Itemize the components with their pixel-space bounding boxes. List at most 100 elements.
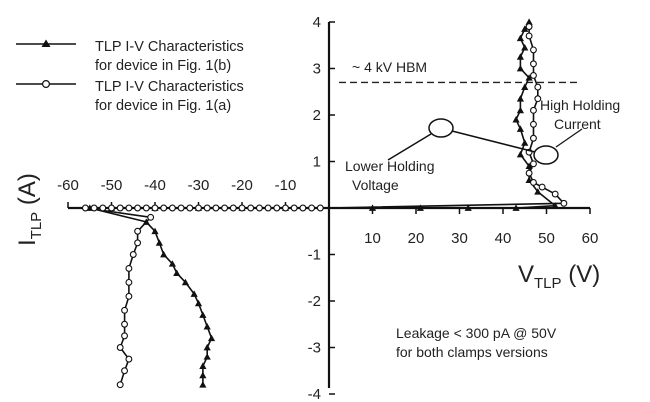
data-point-fig1b — [516, 106, 524, 114]
x-ticks-positive: 10 20 30 40 50 60 — [364, 208, 598, 247]
high-holding-label-line2: Current — [554, 116, 601, 132]
data-point-fig1b — [151, 227, 159, 235]
y-tick-label: 2 — [313, 107, 321, 124]
lower-holding-ellipse — [428, 118, 454, 138]
data-point-fig1a — [90, 204, 98, 212]
data-point-fig1b — [173, 269, 181, 276]
data-point-fig1a — [529, 106, 537, 114]
legend-label-fig1a-line2: for device in Fig. 1(a) — [95, 98, 231, 114]
svg-text:ITLP (A): ITLP (A) — [14, 173, 45, 246]
svg-text:VTLP (V): VTLP (V) — [518, 261, 600, 292]
data-point-fig1a — [116, 204, 124, 212]
data-point-fig1b — [190, 290, 198, 297]
data-point-fig1b — [516, 53, 524, 60]
x-axis-title-unit: (V) — [562, 261, 601, 288]
data-point-fig1a — [534, 95, 542, 103]
data-point-fig1b — [199, 362, 207, 369]
data-point-fig1a — [116, 381, 124, 389]
data-point-fig1a — [134, 204, 142, 212]
data-point-fig1b — [203, 353, 211, 360]
data-point-fig1a — [121, 320, 129, 328]
data-point-fig1a — [142, 204, 150, 212]
y-axis-title: ITLP (A) — [14, 173, 45, 246]
data-point-fig1a — [529, 60, 537, 68]
data-point-fig1a — [125, 265, 133, 272]
legend-label-fig1b-line2: for device in Fig. 1(b) — [95, 58, 231, 74]
data-point-fig1b — [516, 125, 524, 132]
lower-holding-label-line2: Voltage — [352, 177, 399, 193]
data-point-fig1a — [308, 204, 316, 212]
data-point-fig1a — [264, 204, 272, 212]
annotation-lower-holding-voltage: Lower Holding Voltage — [345, 118, 454, 193]
data-point-fig1b — [516, 64, 524, 72]
data-point-fig1b — [525, 18, 533, 25]
data-point-fig1a — [108, 204, 115, 212]
x-axis-title-main: V — [518, 261, 534, 288]
x-axis-title-sub: TLP — [534, 275, 562, 292]
data-point-fig1a — [282, 204, 289, 212]
data-point-fig1a — [529, 72, 537, 79]
data-point-fig1a — [529, 178, 537, 186]
legend-entry-fig1b: TLP I-V Characteristics for device in Fi… — [16, 39, 244, 74]
legend-triangle-marker — [41, 39, 51, 47]
x-tick-label: -40 — [144, 177, 166, 194]
data-point-fig1b — [160, 250, 168, 258]
data-point-fig1a — [229, 204, 237, 212]
data-point-fig1a — [316, 204, 324, 212]
x-ticks-negative: -60-50-40-30-20-10 — [57, 177, 296, 208]
data-point-fig1b — [199, 311, 207, 318]
x-tick-label: 40 — [495, 230, 512, 247]
data-point-fig1a — [125, 292, 133, 300]
high-holding-label-pointer — [555, 128, 583, 148]
x-tick-label: 10 — [364, 230, 381, 247]
lower-holding-pointer — [387, 133, 432, 161]
data-point-fig1a — [116, 344, 124, 351]
data-point-fig1a — [125, 204, 133, 212]
data-point-fig1a — [525, 23, 533, 31]
x-tick-label: 30 — [451, 230, 468, 247]
y-axis-title-sub: TLP — [28, 212, 45, 240]
y-tick-label: -2 — [308, 293, 321, 310]
data-point-fig1b — [525, 162, 533, 170]
lower-holding-label-line1: Lower Holding — [345, 158, 435, 174]
data-point-fig1b — [516, 95, 524, 102]
data-point-fig1a — [212, 204, 220, 212]
data-point-fig1a — [168, 204, 176, 212]
data-point-fig1b — [516, 150, 524, 158]
data-point-fig1a — [529, 134, 537, 142]
data-point-fig1b — [521, 83, 529, 90]
data-point-fig1b — [521, 43, 529, 51]
data-point-fig1b — [203, 343, 211, 351]
data-point-fig1a — [177, 204, 185, 212]
legend-label-fig1a-line1: TLP I-V Characteristics — [95, 79, 244, 95]
annotation-high-holding-current: High Holding Current — [451, 97, 620, 165]
data-point-fig1b — [416, 204, 424, 211]
legend-entry-fig1a: TLP I-V Characteristics for device in Fi… — [16, 79, 244, 114]
data-point-fig1a — [525, 169, 533, 177]
high-holding-pointer — [451, 130, 536, 153]
data-point-fig1a — [551, 190, 559, 198]
data-point-fig1b — [551, 202, 559, 209]
x-tick-label: 50 — [538, 230, 555, 247]
data-point-fig1b — [181, 278, 190, 286]
data-point-fig1a — [290, 204, 298, 212]
data-point-fig1a — [134, 227, 142, 235]
data-point-fig1a — [121, 332, 129, 340]
y-tick-label: 3 — [313, 61, 321, 78]
data-point-fig1b — [464, 204, 472, 211]
data-point-fig1b — [534, 188, 542, 195]
data-point-fig1a — [255, 204, 263, 212]
data-point-fig1b — [521, 139, 529, 146]
x-tick-label: 60 — [582, 230, 599, 247]
data-point-fig1b — [203, 322, 211, 330]
data-point-fig1a — [151, 204, 159, 212]
y-tick-label: 4 — [313, 14, 321, 31]
x-tick-label: 20 — [408, 230, 425, 247]
data-point-fig1a — [529, 160, 537, 168]
data-point-fig1a — [203, 204, 211, 212]
high-holding-label-line1: High Holding — [540, 97, 620, 113]
data-point-fig1b — [207, 334, 216, 342]
y-axis-title-unit: (A) — [14, 173, 41, 212]
